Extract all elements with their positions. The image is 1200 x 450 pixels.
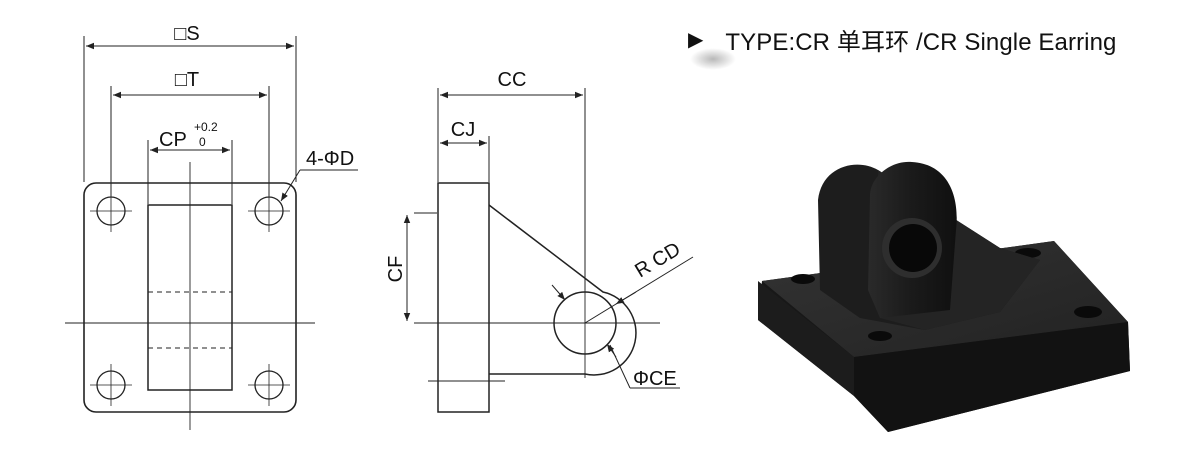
dimension-S [83,36,297,182]
dimension-CC [437,88,586,290]
plate-hole-back-left [791,274,815,284]
product-render [758,161,1130,432]
ear-pin-hole [889,224,937,272]
front-view [65,36,358,430]
leader-D [280,169,358,202]
leader-CD [584,256,694,324]
plate-hole-front-left [868,331,892,341]
mounting-hole-br [248,364,290,406]
plate-front-face [854,322,1130,432]
mounting-hole-tl [90,190,132,232]
dimension-CP [147,140,233,204]
side-ear-profile [488,204,637,376]
type-title: TYPE:CR 单耳环 /CR Single Earring [725,28,1117,56]
leader-CE [551,284,680,389]
side-base-block [437,182,490,413]
mounting-hole-tr [248,190,290,232]
label-CC: CC [498,69,527,91]
label-T: □T [175,69,199,91]
label-CJ: CJ [451,119,475,141]
side-view [403,88,694,413]
plate-hole-front-right [1074,306,1102,318]
label-S: □S [174,23,199,45]
dimension-CJ [440,136,490,182]
mounting-hole-bl [90,364,132,406]
label-CP-tol-lower: 0 [199,135,206,149]
play-arrow-icon: ▶ [688,28,704,51]
label-CF: CF [385,256,407,283]
dimension-T [110,86,270,196]
label-CP-tol-upper: +0.2 [194,120,218,134]
label-CD: R CD [631,238,684,282]
plate-left-face [758,281,854,396]
label-D: 4-ΦD [306,148,354,170]
type-header: ▶ TYPE:CR 单耳环 /CR Single Earring [688,22,1117,56]
label-CE: ΦCE [633,368,677,390]
label-CP: CP [159,129,187,151]
title-shadow [690,48,736,70]
